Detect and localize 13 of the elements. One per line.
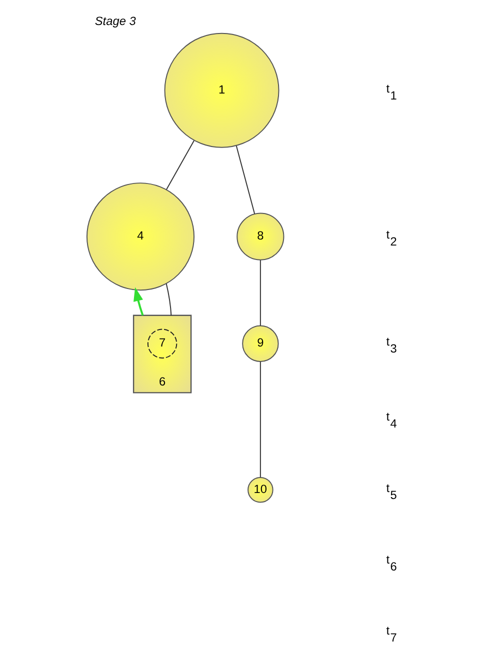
node-circle: 7 [146,328,177,358]
node-circle: 1 [164,32,279,148]
connector [165,140,194,190]
node-circle: 9 [242,325,278,362]
connector [259,260,260,326]
node-circle: 8 [236,212,284,260]
connector [235,145,255,214]
arrow [133,287,144,316]
connector [165,283,172,316]
connector [259,361,260,478]
diagram-title: Stage 3 [94,14,136,28]
node-circle: 10 [247,476,273,503]
node-circle: 4 [86,182,194,291]
